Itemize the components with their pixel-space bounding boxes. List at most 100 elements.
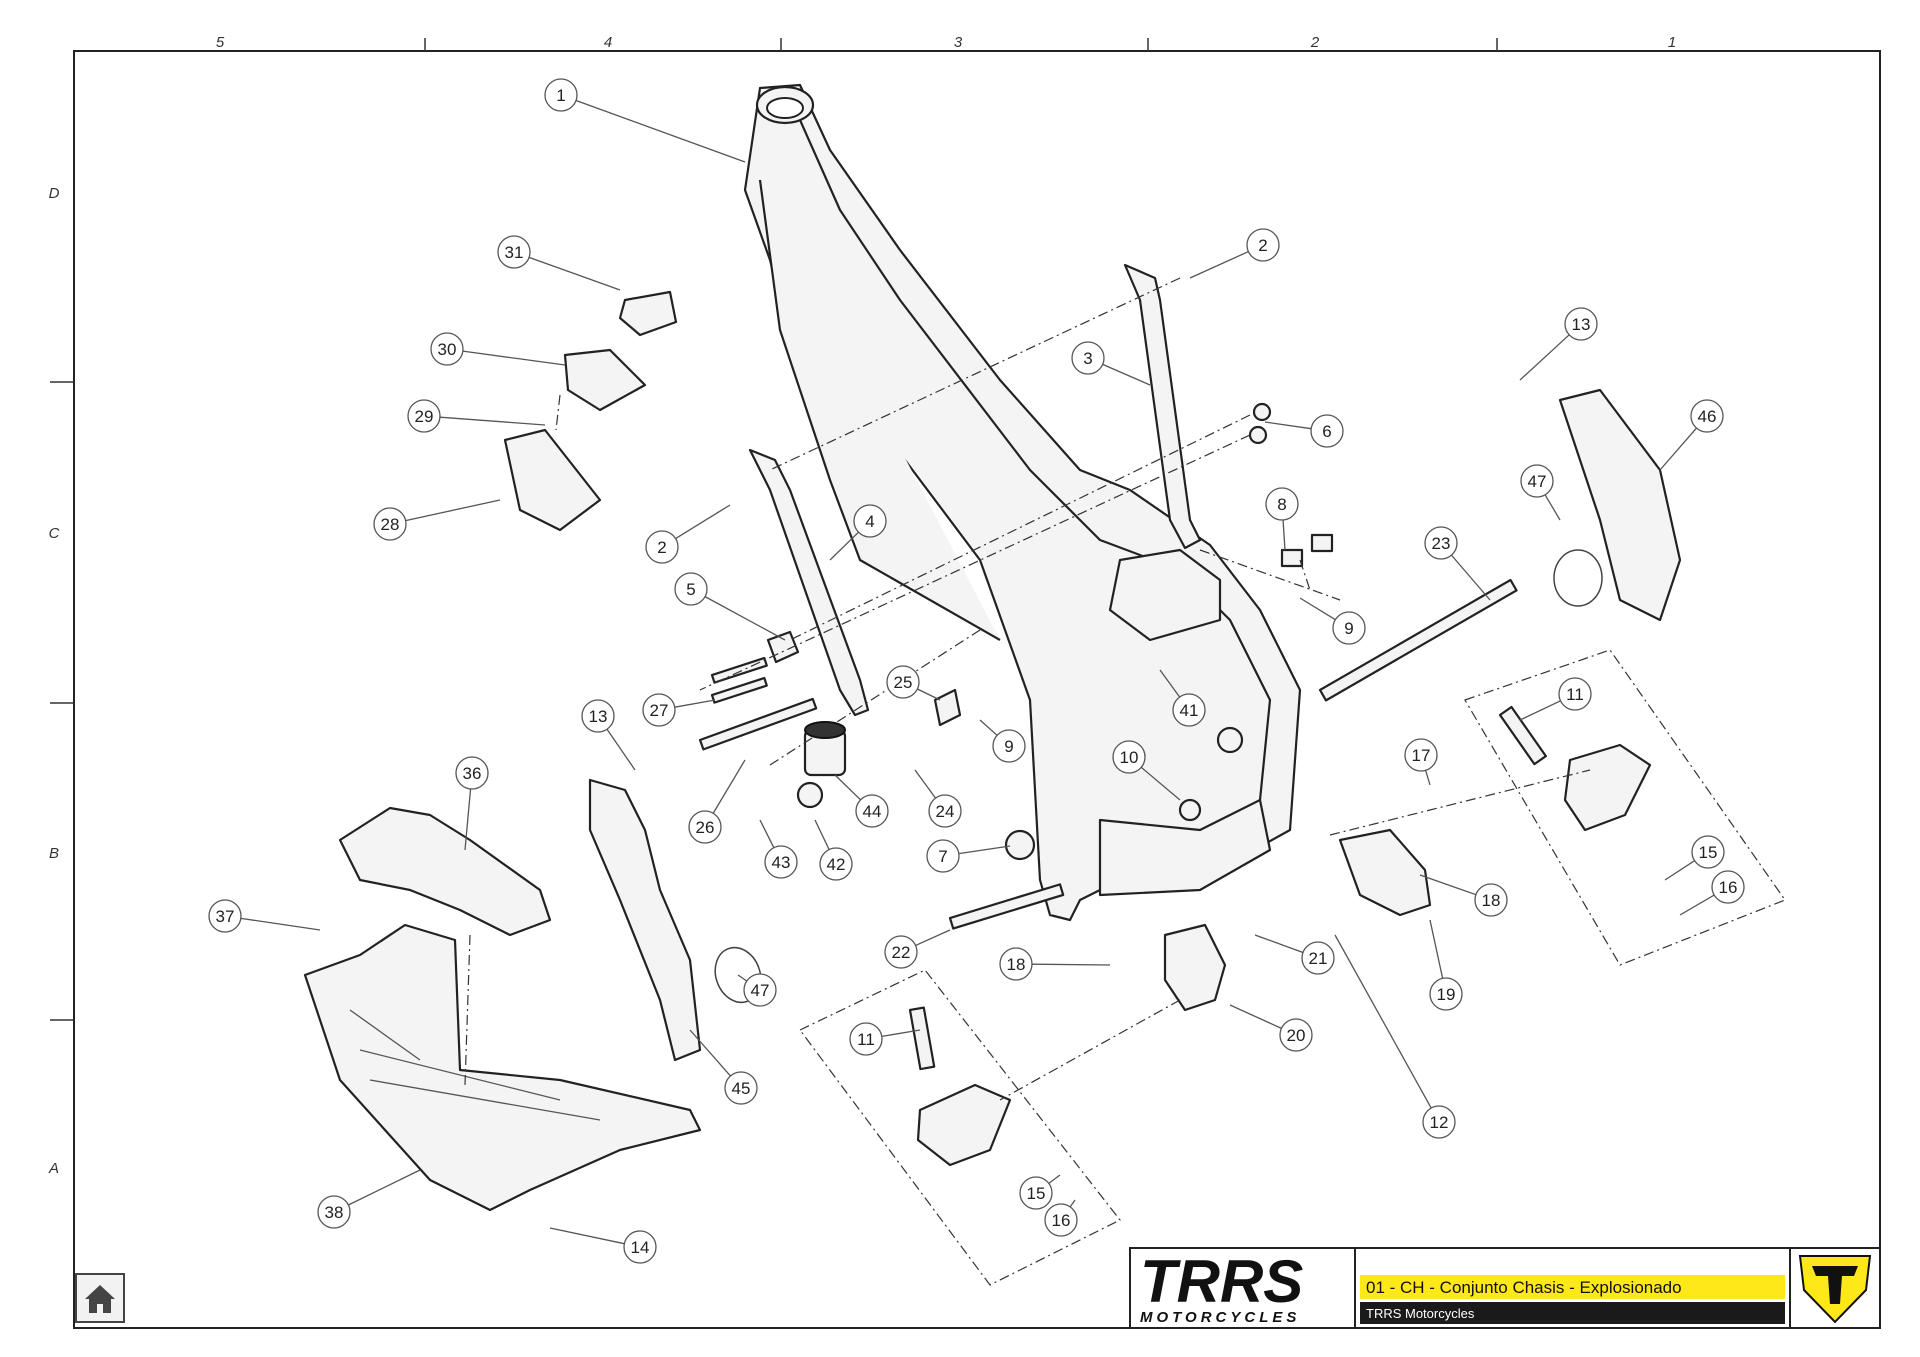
callout-number: 42 [827, 855, 846, 874]
home-icon [85, 1285, 115, 1313]
callout-leader [1679, 894, 1715, 916]
callout-bubble [688, 810, 722, 844]
callout-bubble [928, 794, 962, 828]
callout-number: 7 [938, 847, 947, 866]
callout-bubble [992, 729, 1026, 763]
callout-leader [704, 596, 786, 641]
callout-leader [348, 1169, 421, 1206]
callout-bubble [455, 756, 489, 790]
callout-leader [240, 917, 321, 931]
callout-bubble [1246, 228, 1280, 262]
callout-bubble [1301, 941, 1335, 975]
callout-leader [528, 256, 621, 291]
company-bar [1360, 1302, 1785, 1324]
zone-label-side: A [48, 1160, 59, 1177]
title-bar [1360, 1275, 1785, 1299]
nut-7 [1004, 829, 1036, 861]
callout-bubble [373, 507, 407, 541]
home-button[interactable] [75, 1273, 125, 1323]
gasket-47 [1553, 549, 1603, 607]
callout-number: 22 [892, 943, 911, 962]
callout-leader [759, 819, 775, 848]
callout-leader [1102, 363, 1151, 386]
callout-bubble [926, 839, 960, 873]
callout-number: 15 [1699, 843, 1718, 862]
callout-bubble [1520, 464, 1554, 498]
callout-leader [1299, 597, 1336, 621]
callout-bubble [430, 332, 464, 366]
callout-number: 5 [686, 580, 695, 599]
callout-bubble [855, 794, 889, 828]
footrest-left [908, 1006, 1012, 1167]
guard-46 [1558, 388, 1682, 622]
callout-number: 44 [863, 802, 882, 821]
axle-26 [698, 697, 818, 751]
callout-number: 41 [1180, 701, 1199, 720]
zone-label-top: 4 [604, 34, 612, 51]
callout-leader [1264, 421, 1312, 430]
callout-leader [462, 350, 566, 366]
callout-leader [1159, 669, 1181, 698]
callout-leader [958, 845, 1011, 855]
callout-number: 31 [505, 243, 524, 262]
pivot-axle-23 [1318, 578, 1518, 702]
callout-number: 15 [1027, 1184, 1046, 1203]
callout-leader [1031, 963, 1111, 966]
callout-number: 10 [1120, 748, 1139, 767]
callout-leader [1140, 766, 1181, 801]
callout-bubble [544, 78, 578, 112]
callout-number: 24 [936, 802, 955, 821]
callout-number: 12 [1430, 1113, 1449, 1132]
callout-bubble [1279, 1018, 1313, 1052]
nuts-6 [1248, 402, 1272, 445]
callout-bubble [317, 1195, 351, 1229]
callout-number: 23 [1432, 534, 1451, 553]
callout-number: 19 [1437, 985, 1456, 1004]
callout-leader [712, 759, 746, 814]
zone-label-side: D [49, 185, 60, 202]
callout-leader [1450, 554, 1491, 601]
callout-bubble [819, 847, 853, 881]
subframe-right [1123, 263, 1202, 550]
drawing-title: 01 - CH - Conjunto Chasis - Explosionado [1366, 1278, 1682, 1297]
callout-number: 29 [415, 407, 434, 426]
callout-leader [1334, 934, 1432, 1109]
callout-number: 20 [1287, 1026, 1306, 1045]
callout-bubble [1112, 740, 1146, 774]
callout-leader [575, 99, 746, 163]
callout-number: 1 [556, 86, 565, 105]
callout-bubble [999, 947, 1033, 981]
callout-leader [1229, 1004, 1282, 1029]
callout-leader [915, 929, 951, 947]
callout-leader [1282, 519, 1286, 551]
callout-number: 11 [1566, 685, 1584, 704]
callout-number: 25 [894, 673, 913, 692]
callout-leader [1519, 334, 1570, 381]
callout-bubble [623, 1230, 657, 1264]
zone-ticks [50, 38, 1498, 1021]
callout-leader [606, 728, 636, 771]
bolts-27 [710, 656, 768, 704]
part-31 [618, 290, 678, 337]
trrs-shield-icon [1798, 1255, 1872, 1324]
callout-bubble [1691, 835, 1725, 869]
callout-bubble [743, 973, 777, 1007]
title-block: TRRS MOTORCYCLES 01 - CH - Conjunto Chas… [1129, 1247, 1881, 1329]
callout-bubble [724, 1071, 758, 1105]
callout-layer: 1223456789910111112131314151516161718181… [208, 78, 1745, 1264]
part-28 [503, 428, 602, 532]
callout-bubble [849, 1022, 883, 1056]
callout-number: 14 [631, 1238, 650, 1257]
reservoir [796, 721, 847, 809]
callout-leader [549, 1227, 625, 1245]
callout-leader [1189, 250, 1249, 279]
bracket-19 [1338, 828, 1432, 917]
callout-number: 43 [772, 853, 791, 872]
logo-main: TRRS [1140, 1248, 1303, 1315]
callout-number: 13 [1572, 315, 1591, 334]
callout-bubble [1474, 883, 1508, 917]
callout-number: 6 [1322, 422, 1331, 441]
callout-leader [1419, 874, 1477, 896]
